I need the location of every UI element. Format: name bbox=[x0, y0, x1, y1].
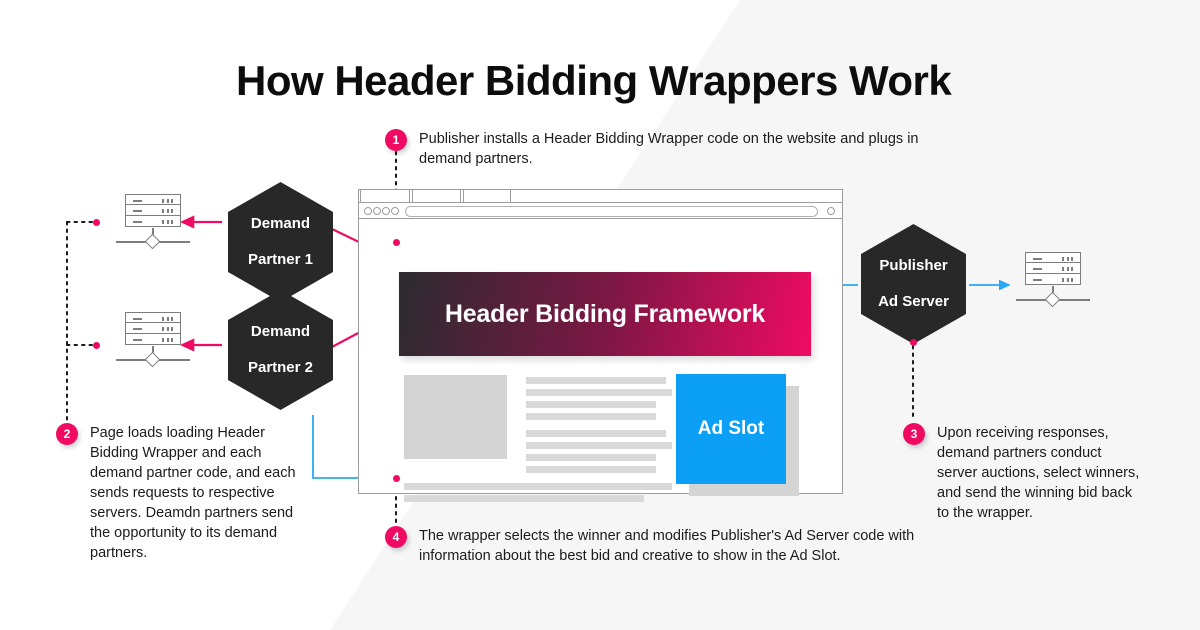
browser-tab-bar bbox=[359, 189, 842, 203]
server-rack-unit bbox=[1025, 272, 1081, 285]
node-demand-partner-2-line2: Partner 2 bbox=[247, 359, 314, 377]
article-text-line bbox=[404, 483, 672, 490]
browser-menu-circle-icon[interactable] bbox=[827, 207, 835, 215]
connector-endpoint-dot bbox=[93, 341, 100, 349]
browser-control-circle-icon[interactable] bbox=[364, 207, 372, 215]
connector-endpoint-dot bbox=[392, 475, 400, 482]
browser-url-input[interactable] bbox=[405, 205, 818, 217]
header-bidding-framework-banner: Header Bidding Framework bbox=[399, 272, 811, 356]
browser-tab[interactable] bbox=[360, 189, 410, 202]
step-4-badge: 4 bbox=[385, 526, 407, 548]
browser-tab[interactable] bbox=[463, 189, 511, 202]
ad-slot-block: Ad Slot bbox=[676, 374, 786, 484]
browser-control-circle-icon[interactable] bbox=[391, 207, 399, 215]
node-demand-partner-1-line2: Partner 1 bbox=[247, 251, 314, 269]
browser-tab[interactable] bbox=[412, 189, 461, 202]
step-3-badge: 3 bbox=[903, 423, 925, 445]
node-publisher-ad-server: Publisher Ad Server bbox=[861, 224, 966, 344]
node-demand-partner-1: Demand Partner 1 bbox=[228, 182, 333, 302]
header-bidding-framework-label: Header Bidding Framework bbox=[444, 299, 766, 328]
connector-endpoint-dot bbox=[909, 339, 917, 346]
article-image-placeholder bbox=[404, 375, 507, 459]
connector-endpoint-dot bbox=[93, 218, 100, 226]
node-demand-partner-1-line1: Demand bbox=[250, 214, 311, 232]
step-1-text: Publisher installs a Header Bidding Wrap… bbox=[419, 131, 919, 167]
page-title: How Header Bidding Wrappers Work bbox=[236, 57, 952, 104]
browser-viewport: Header Bidding Framework Ad Slot bbox=[359, 219, 842, 502]
demand-partner-1-server-icon bbox=[116, 194, 190, 249]
node-publisher-ad-server-line2: Ad Server bbox=[878, 293, 949, 311]
article-text-line bbox=[526, 401, 656, 408]
publisher-ad-server-server-icon bbox=[1016, 252, 1090, 307]
step-1-badge: 1 bbox=[385, 129, 407, 151]
article-text-line bbox=[526, 442, 672, 449]
server-rack-unit bbox=[125, 332, 181, 345]
browser-window-mock: Header Bidding Framework Ad Slot bbox=[358, 189, 843, 502]
node-demand-partner-2-line1: Demand bbox=[250, 322, 311, 340]
node-publisher-ad-server-line1: Publisher bbox=[879, 256, 948, 274]
browser-address-bar-row bbox=[359, 203, 842, 219]
server-rack-unit bbox=[125, 214, 181, 227]
article-text-line bbox=[526, 413, 656, 420]
step-3-text: Upon receiving responses, demand partner… bbox=[937, 425, 1140, 521]
connector-endpoint-dot bbox=[392, 239, 400, 246]
article-text-line bbox=[526, 466, 656, 473]
article-text-line bbox=[526, 454, 656, 461]
step-2-text: Page loads loading Header Bidding Wrappe… bbox=[90, 425, 296, 561]
article-text-line bbox=[526, 430, 666, 437]
article-text-line bbox=[526, 377, 666, 384]
ad-slot-label: Ad Slot bbox=[697, 418, 765, 439]
article-text-line bbox=[404, 495, 644, 502]
article-text-line bbox=[526, 389, 672, 396]
node-demand-partner-2: Demand Partner 2 bbox=[228, 290, 333, 410]
browser-control-circle-icon[interactable] bbox=[373, 207, 381, 215]
browser-control-circle-icon[interactable] bbox=[382, 207, 390, 215]
step-4-text: The wrapper selects the winner and modif… bbox=[419, 528, 915, 564]
step-2-badge: 2 bbox=[56, 423, 78, 445]
demand-partner-2-server-icon bbox=[116, 312, 190, 367]
